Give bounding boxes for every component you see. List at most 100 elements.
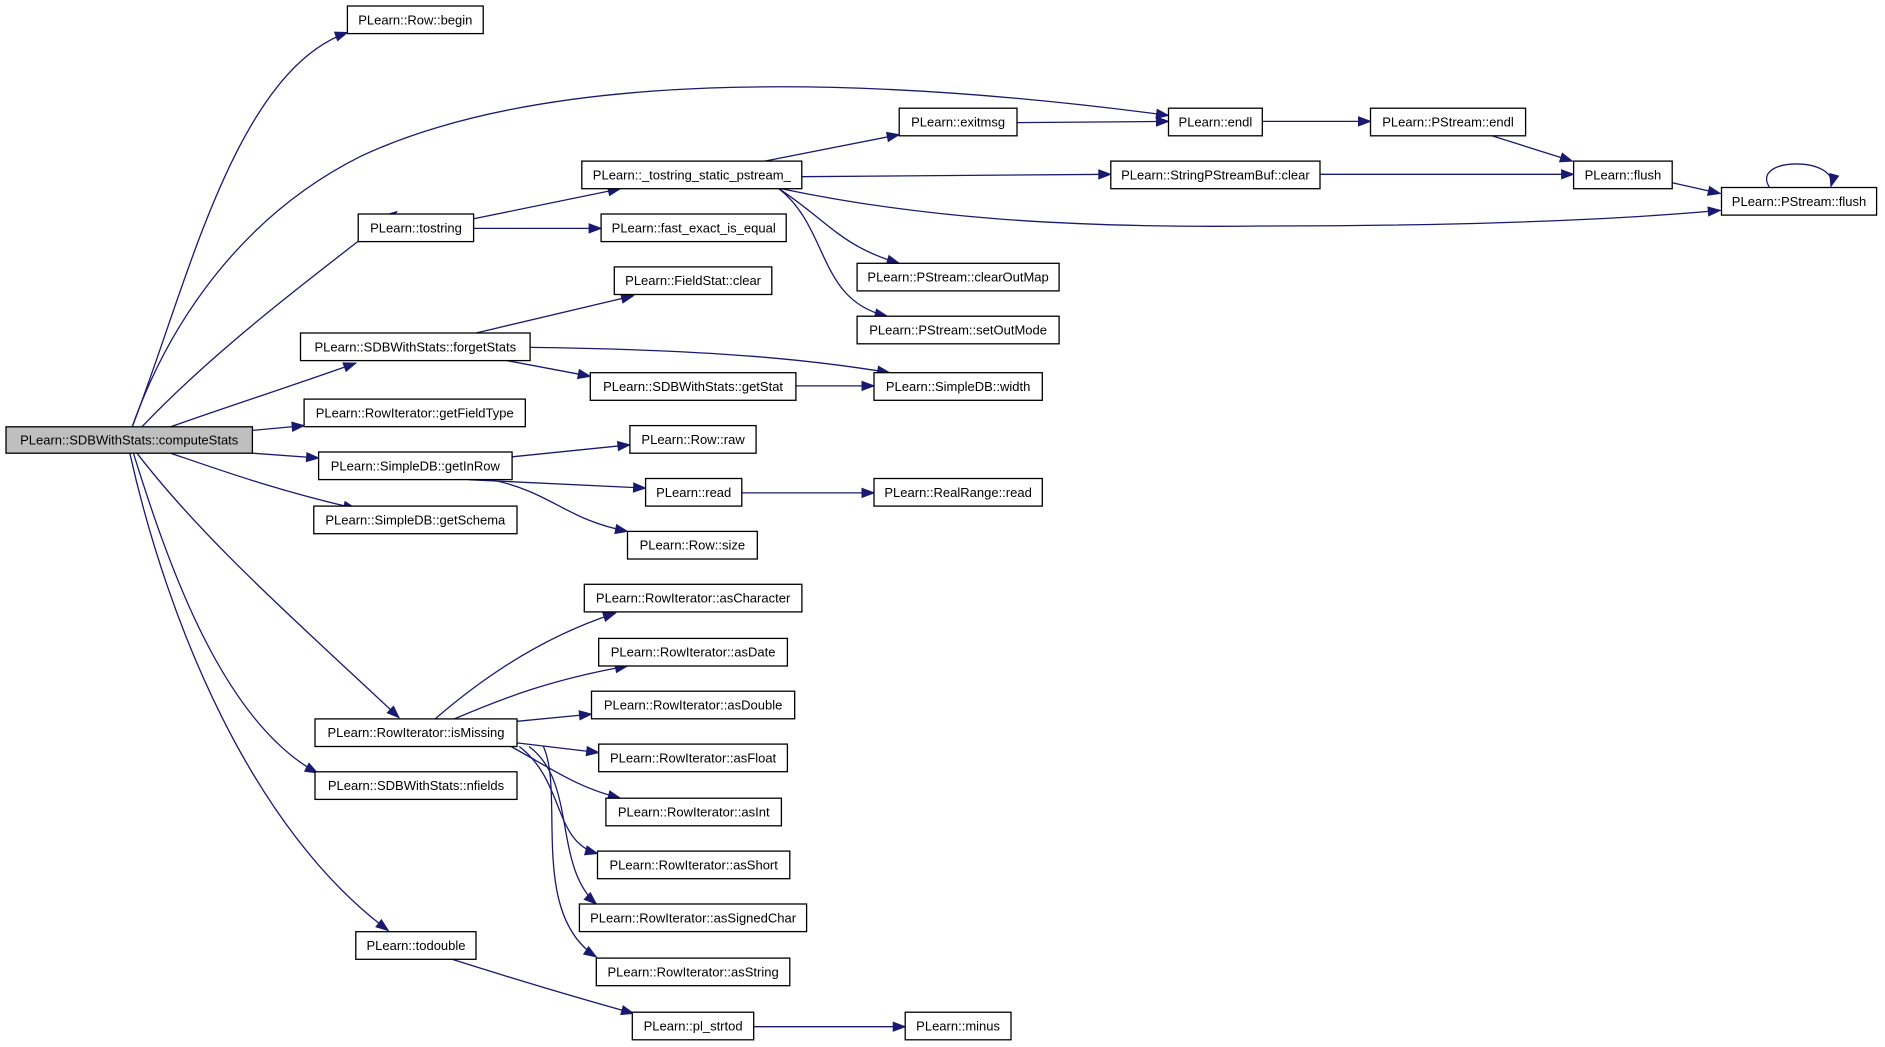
node-asDate[interactable]: PLearn::RowIterator::asDate: [598, 637, 789, 667]
node-box: [314, 771, 518, 801]
node-box: [598, 743, 789, 773]
arrowhead: [576, 368, 592, 380]
node-row_size[interactable]: PLearn::Row::size: [626, 530, 758, 560]
node-label: PLearn::RowIterator::asCharacter: [596, 591, 791, 606]
node-box: [303, 398, 526, 428]
node-pstream_flush[interactable]: PLearn::PStream::flush: [1720, 186, 1878, 216]
arrowhead: [1156, 116, 1170, 127]
node-label: PLearn::exitmsg: [911, 115, 1005, 130]
arrowhead: [333, 31, 349, 42]
node-flush[interactable]: PLearn::flush: [1572, 160, 1673, 190]
node-pl_strtod[interactable]: PLearn::pl_strtod: [631, 1011, 755, 1041]
node-box: [595, 957, 791, 987]
edge-forgetStats-to-fieldstat_clear: [475, 293, 635, 334]
node-spbuf_clear[interactable]: PLearn::StringPStreamBuf::clear: [1110, 160, 1321, 190]
node-asInt[interactable]: PLearn::RowIterator::asInt: [605, 797, 783, 827]
arrowhead: [632, 482, 648, 493]
node-box: [583, 583, 803, 613]
node-box: [613, 266, 773, 296]
arrowhead: [583, 891, 598, 905]
node-asSignedChar[interactable]: PLearn::RowIterator::asSignedChar: [578, 903, 808, 933]
edge-isMissing-to-asString: [542, 746, 598, 958]
node-tostring_static[interactable]: PLearn::_tostring_static_pstream_: [581, 160, 803, 190]
node-label: PLearn::Row::begin: [358, 12, 472, 27]
edge-tostring_static-to-spbuf_clear: [801, 169, 1113, 180]
arrowhead: [584, 845, 599, 856]
node-box: [589, 372, 797, 401]
edge-pl_strtod-to-minus: [753, 1021, 907, 1032]
arrowhead: [861, 487, 876, 499]
arrowhead: [1155, 108, 1170, 119]
arrowhead: [1098, 169, 1113, 180]
node-row_raw[interactable]: PLearn::Row::raw: [629, 424, 757, 454]
node-asShort[interactable]: PLearn::RowIterator::asShort: [596, 850, 791, 880]
node-label: PLearn::SimpleDB::getInRow: [331, 458, 501, 473]
edge-getInRow-to-row_raw: [512, 440, 632, 458]
node-asCharacter[interactable]: PLearn::RowIterator::asCharacter: [583, 583, 803, 613]
arrowhead: [1561, 169, 1576, 180]
node-box: [856, 262, 1060, 292]
node-minus[interactable]: PLearn::minus: [904, 1011, 1012, 1041]
node-getInRow[interactable]: PLearn::SimpleDB::getInRow: [317, 451, 513, 481]
node-box: [299, 332, 531, 362]
node-exitmsg[interactable]: PLearn::exitmsg: [898, 107, 1018, 137]
node-label: PLearn::PStream::flush: [1732, 194, 1866, 209]
node-box: [596, 850, 791, 880]
node-rr_read[interactable]: PLearn::RealRange::read: [873, 477, 1043, 507]
node-box: [600, 213, 787, 243]
arrowhead: [582, 945, 598, 958]
arrowhead: [602, 611, 617, 622]
edge-computeStats-to-isMissing: [136, 452, 401, 719]
node-fast_exact[interactable]: PLearn::fast_exact_is_equal: [600, 213, 787, 243]
node-computeStats[interactable]: PLearn::SDBWithStats::computeStats: [5, 426, 254, 454]
node-label: PLearn::RowIterator::asDouble: [604, 698, 782, 713]
node-label: PLearn::StringPStreamBuf::clear: [1121, 167, 1310, 182]
node-clearOutMap[interactable]: PLearn::PStream::clearOutMap: [856, 262, 1060, 292]
node-label: PLearn::tostring: [370, 220, 462, 235]
node-label: PLearn::PStream::setOutMode: [869, 323, 1047, 338]
node-box: [590, 690, 796, 720]
arrowhead: [585, 745, 601, 757]
node-fieldstat_clear[interactable]: PLearn::FieldStat::clear: [613, 266, 773, 296]
node-box: [631, 1011, 755, 1041]
node-label: PLearn::minus: [916, 1019, 1000, 1034]
node-asFloat[interactable]: PLearn::RowIterator::asFloat: [598, 743, 789, 773]
arrowhead: [1707, 206, 1722, 217]
node-forgetStats[interactable]: PLearn::SDBWithStats::forgetStats: [299, 332, 531, 362]
node-todouble[interactable]: PLearn::todouble: [355, 931, 477, 960]
node-label: PLearn::_tostring_static_pstream_: [593, 167, 792, 182]
node-box: [313, 505, 518, 535]
arrowhead: [386, 705, 401, 719]
edge-forgetStats-to-getStat: [507, 360, 592, 380]
node-read[interactable]: PLearn::read: [644, 477, 743, 507]
node-label: PLearn::fast_exact_is_equal: [612, 220, 776, 235]
node-pstream_endl[interactable]: PLearn::PStream::endl: [1369, 107, 1527, 137]
node-label: PLearn::RowIterator::isMissing: [327, 725, 504, 740]
edge-computeStats-to-forgetStats: [170, 362, 358, 428]
node-label: PLearn::SDBWithStats::forgetStats: [315, 339, 517, 354]
node-asDouble[interactable]: PLearn::RowIterator::asDouble: [590, 690, 796, 720]
node-box: [581, 160, 803, 190]
edge-getInRow-to-read: [468, 479, 648, 493]
node-width[interactable]: PLearn::SimpleDB::width: [873, 372, 1043, 401]
node-label: PLearn::RowIterator::asString: [607, 965, 778, 980]
node-isMissing[interactable]: PLearn::RowIterator::isMissing: [314, 718, 518, 748]
edge-pstream_flush-to-pstream_flush: [1766, 163, 1840, 188]
node-box: [346, 5, 484, 35]
node-getStat[interactable]: PLearn::SDBWithStats::getStat: [589, 372, 797, 401]
node-asString[interactable]: PLearn::RowIterator::asString: [595, 957, 791, 987]
node-getFieldType[interactable]: PLearn::RowIterator::getFieldType: [303, 398, 526, 428]
node-box: [644, 477, 743, 507]
arrowhead: [291, 421, 306, 432]
node-nfields[interactable]: PLearn::SDBWithStats::nfields: [314, 771, 518, 801]
node-tostring[interactable]: PLearn::tostring: [357, 213, 475, 243]
node-row_begin[interactable]: PLearn::Row::begin: [346, 5, 484, 35]
arrowhead: [885, 131, 901, 143]
node-setOutMode[interactable]: PLearn::PStream::setOutMode: [856, 315, 1060, 345]
node-getSchema[interactable]: PLearn::SimpleDB::getSchema: [313, 505, 518, 535]
node-box: [626, 530, 758, 560]
node-box: [5, 426, 254, 454]
edge-flush-to-pstream_flush: [1672, 182, 1722, 196]
arrowhead: [1829, 172, 1840, 188]
node-endl[interactable]: PLearn::endl: [1167, 107, 1263, 137]
